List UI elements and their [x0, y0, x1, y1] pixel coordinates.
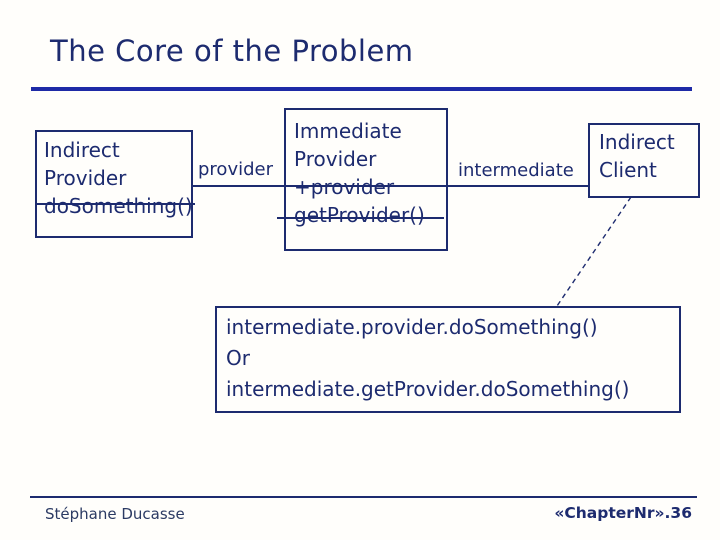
title-underline	[31, 87, 692, 91]
slide-title: The Core of the Problem	[50, 34, 414, 68]
indirect-provider-class-box: Indirect Provider doSomething()	[35, 130, 193, 238]
footer-divider-line	[30, 496, 697, 498]
footer-page-number: «ChapterNr».36	[554, 504, 692, 522]
invocation-code-box: intermediate.provider.doSomething() Or i…	[215, 306, 681, 413]
footer-author: Stéphane Ducasse	[45, 505, 185, 523]
indirect-provider-name-line1: Indirect	[44, 138, 120, 162]
indirect-client-class-box: Indirect Client	[588, 123, 700, 198]
immediate-provider-attribute: +provider	[294, 175, 395, 199]
code-line-1: intermediate.provider.doSomething()	[226, 315, 598, 339]
code-line-3: intermediate.getProvider.doSomething()	[226, 377, 630, 401]
indirect-client-name-line2: Client	[599, 158, 657, 182]
code-line-2: Or	[226, 346, 250, 370]
intermediate-association-label: intermediate	[458, 160, 574, 181]
indirect-provider-compartment-line	[35, 203, 195, 205]
immediate-provider-method: getProvider()	[294, 203, 425, 227]
immediate-provider-name-line2: Provider	[294, 147, 377, 171]
immediate-provider-name-line1: Immediate	[294, 119, 402, 143]
indirect-client-name-line1: Indirect	[599, 130, 675, 154]
getprovider-compartment-line	[277, 217, 444, 219]
immediate-provider-class-box: Immediate Provider +provider getProvider…	[284, 108, 448, 251]
provider-association-label: provider	[198, 159, 273, 180]
provider-intermediate-association-line	[193, 185, 588, 187]
indirect-provider-name-line2: Provider	[44, 166, 127, 190]
indirect-provider-method: doSomething()	[44, 194, 193, 218]
